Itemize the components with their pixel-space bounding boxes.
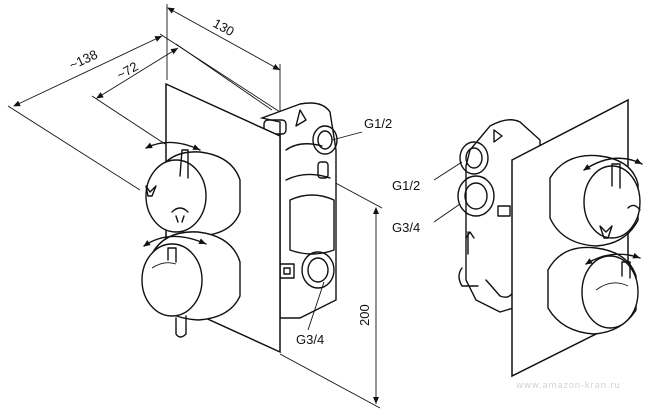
shower-head-icon — [171, 207, 189, 223]
dimension-200-label: 200 — [357, 304, 372, 326]
thermostat-handle — [141, 231, 241, 338]
hand-shower-icon-right — [599, 225, 613, 239]
diverter-handle-right — [549, 154, 643, 247]
dimension-138-label: ~138 — [67, 47, 100, 73]
hand-shower-icon — [145, 185, 157, 197]
right-view: G1/2 G3/4 — [392, 98, 643, 378]
thermostat-handle-right — [547, 246, 641, 335]
dimension-72-label: ~72 — [114, 59, 141, 83]
left-view: ~138 ~72 130 200 — [7, 4, 392, 409]
right-top-thread-label: G1/2 — [392, 178, 420, 193]
right-bottom-thread-label: G3/4 — [392, 220, 420, 235]
watermark-text: www.amazon-kran.ru — [516, 381, 621, 391]
dimension-200: 200 — [279, 179, 383, 409]
temperature-scale-icon — [151, 262, 177, 269]
temperature-scale-icon-right — [595, 282, 629, 291]
left-bottom-thread-label: G3/4 — [296, 332, 324, 347]
dimension-130-label: 130 — [211, 16, 237, 40]
shower-head-icon-right — [627, 204, 641, 211]
left-top-thread-label: G1/2 — [364, 116, 392, 131]
diverter-handle — [145, 141, 241, 237]
